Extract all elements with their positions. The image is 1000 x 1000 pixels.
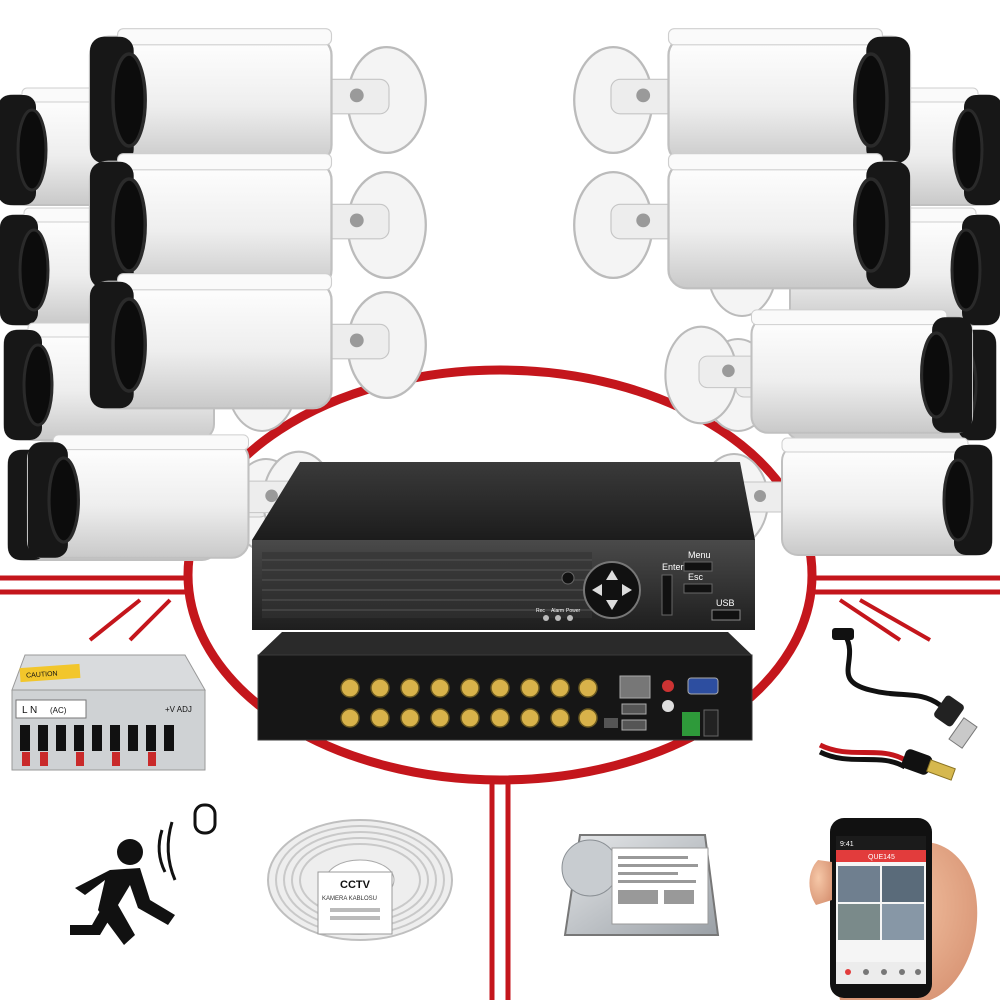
phone-app-title: QUE145	[868, 854, 895, 861]
psu-caution-label: CAUTION	[26, 670, 58, 679]
bullet-camera-right-6	[574, 154, 910, 289]
dvr-esc-label: Esc	[688, 572, 704, 582]
bullet-camera-left-5	[88, 26, 428, 165]
cable-reel: CCTV KAMERA KABLOSU	[267, 819, 453, 941]
bullet-camera-right-5	[574, 29, 910, 164]
smartphone-app: 9:41 QUE145	[809, 818, 978, 1000]
cable-reel-subtitle: KAMERA KABLOSU	[322, 896, 377, 902]
bullet-camera-right-7	[665, 310, 972, 433]
cable-connectors	[818, 628, 978, 781]
phone-status-time: 9:41	[840, 841, 854, 848]
power-supply-unit: L N (AC) +V ADJ CAUTION	[11, 654, 206, 771]
bullet-camera-left-7	[88, 271, 428, 410]
psu-ac-label: (AC)	[50, 706, 67, 715]
dvr-dpad[interactable]	[583, 561, 641, 619]
hard-disk-drive	[561, 834, 720, 936]
dvr-usb-label: USB	[716, 598, 735, 608]
dvr-recorder: Enter Menu Esc USB Rec Alarm Power	[252, 462, 755, 630]
arrow-right-icon	[622, 584, 632, 596]
arrow-up-icon	[606, 570, 618, 580]
arrow-down-icon	[606, 600, 618, 610]
dvr-rear-panel	[257, 632, 753, 741]
arrow-left-icon	[592, 584, 602, 596]
dvr-usb-port[interactable]	[711, 609, 741, 621]
psu-adj-label: +V ADJ	[165, 705, 192, 714]
dvr-led-power-label: Power	[566, 608, 581, 614]
dvr-led-rec-label: Rec	[536, 608, 545, 614]
bullet-camera-left-6	[88, 151, 428, 290]
dvr-esc-button[interactable]	[683, 583, 713, 594]
motion-detection-icon	[70, 803, 217, 945]
psu-terminal-label: L N	[22, 705, 37, 716]
dvr-menu-label: Menu	[688, 550, 711, 560]
dvr-menu-button[interactable]	[683, 561, 713, 572]
connection-ring	[0, 365, 1000, 1000]
dvr-led-alarm-label: Alarm	[551, 608, 564, 614]
cable-reel-brand: CCTV	[340, 879, 371, 891]
dvr-enter-label: Enter	[662, 562, 684, 572]
